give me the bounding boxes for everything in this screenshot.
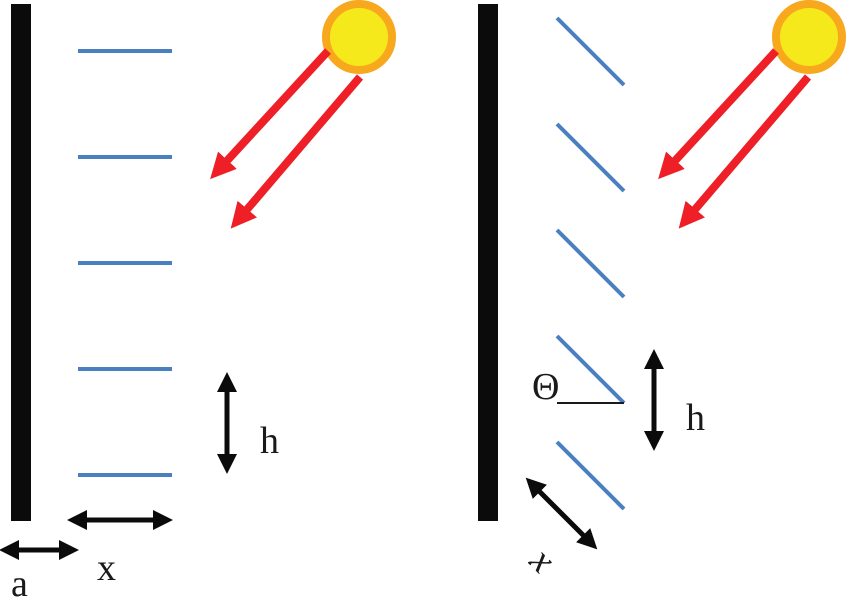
- right-x-dimension: [525, 477, 598, 550]
- right-slats: [555, 16, 626, 511]
- left-diagram: h x a: [0, 0, 396, 599]
- right-sunrays: [658, 48, 812, 229]
- right-slat: [555, 122, 626, 193]
- left-sunrays: [210, 48, 364, 229]
- right-diagram: Θ h x: [478, 0, 846, 581]
- right-x-label: x: [521, 539, 563, 581]
- left-wall: [11, 4, 31, 521]
- left-x-label: x: [97, 547, 116, 589]
- right-sun-icon: [772, 0, 846, 74]
- right-slat: [555, 334, 626, 405]
- right-wall: [478, 4, 498, 521]
- left-ray-arrow-icon: [230, 74, 364, 229]
- right-ray-arrow-icon: [678, 74, 812, 229]
- right-slat: [555, 228, 626, 299]
- theta-label: Θ: [532, 366, 559, 408]
- right-slat: [555, 16, 626, 87]
- right-slat: [555, 440, 626, 511]
- left-a-label: a: [11, 563, 28, 599]
- left-ray-arrow-icon: [210, 48, 331, 180]
- right-ray-arrow-icon: [658, 48, 779, 180]
- right-h-label: h: [686, 397, 705, 439]
- left-slats: [78, 49, 172, 477]
- left-sun-icon: [322, 0, 396, 74]
- left-h-label: h: [260, 420, 279, 462]
